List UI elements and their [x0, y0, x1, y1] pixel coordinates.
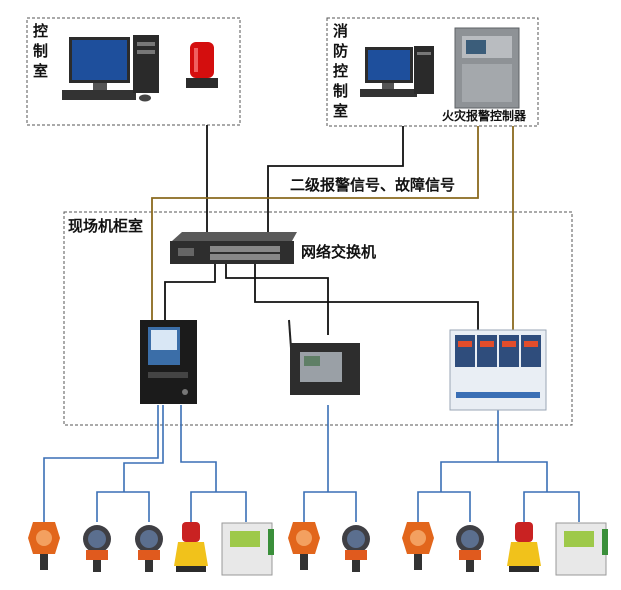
gas-detection-controller — [140, 320, 197, 404]
line-switch-to-gas-controller — [164, 264, 216, 320]
fire-alarm-controller — [454, 27, 520, 109]
field-devices — [28, 522, 608, 576]
network-lines — [164, 125, 479, 335]
wall-mounted-detector — [555, 522, 608, 576]
gas-detector-blue — [135, 525, 163, 572]
signal-lines — [151, 126, 514, 330]
control-room-border — [26, 17, 241, 126]
gas-detector-orange — [288, 522, 320, 570]
gas-detector-blue — [342, 525, 370, 572]
line-switch-to-alarm-panel — [254, 264, 479, 330]
field-cabinet-room-label: 现场机柜室 — [68, 217, 143, 235]
alarm-beacon — [186, 42, 218, 88]
gas-detector-orange — [28, 522, 60, 570]
gas-detector-blue — [456, 525, 484, 572]
control-room-computer — [62, 35, 159, 102]
wireless-receiver — [288, 319, 360, 395]
wall-mounted-detector — [221, 522, 274, 576]
fire-room-computer — [360, 46, 434, 97]
sound-light-alarm — [507, 522, 541, 572]
network-switch-label: 网络交换机 — [301, 243, 376, 261]
line-signal-fire-controller — [151, 126, 479, 320]
gas-detector-blue — [83, 525, 111, 572]
gas-alarm-panel — [449, 329, 547, 411]
line-fire-room-to-switch — [267, 126, 404, 240]
signal-label: 二级报警信号、故障信号 — [290, 176, 455, 194]
fire-control-room-border — [326, 17, 539, 127]
field-lines — [43, 405, 580, 522]
sound-light-alarm — [174, 522, 208, 572]
fire-alarm-controller-label: 火灾报警控制器 — [442, 108, 527, 123]
line-switch-to-wireless-receiver — [225, 264, 329, 335]
fire-control-room-label: 消防控制室 — [333, 22, 348, 120]
control-room-label: 控制室 — [33, 22, 48, 80]
field-cabinet-room-border — [63, 211, 573, 426]
gas-detector-orange — [402, 522, 434, 570]
network-switch — [170, 232, 297, 264]
